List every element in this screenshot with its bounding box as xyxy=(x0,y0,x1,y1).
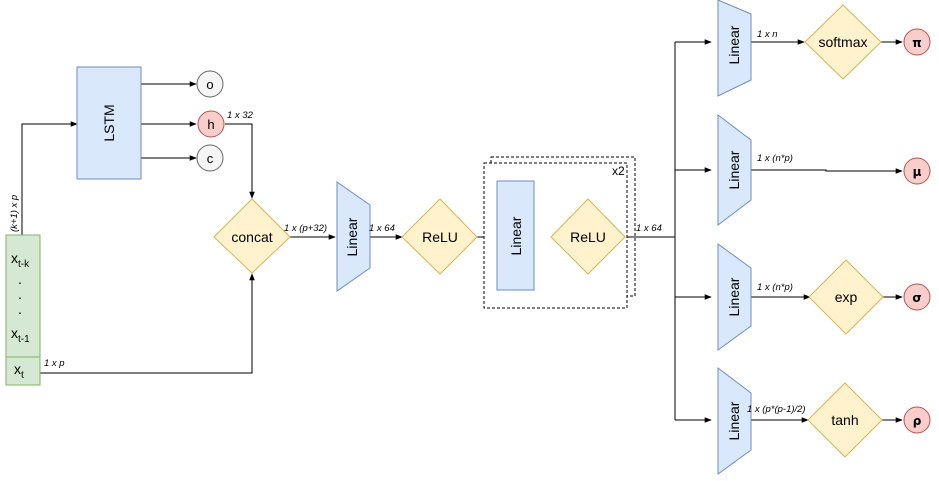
block-linear-label: Linear xyxy=(508,216,524,255)
label-xt-dim: 1 x p xyxy=(44,358,65,369)
lstm-box xyxy=(76,66,142,180)
tanh-label: tanh xyxy=(831,412,858,428)
relu-node-1: ReLU xyxy=(401,198,478,275)
relu-1-diamond xyxy=(401,198,478,275)
linear-pi-trapezoid xyxy=(717,0,752,97)
edge-xt-to-concat xyxy=(40,273,255,374)
input-current-box xyxy=(5,356,41,386)
input-dot-2: . xyxy=(18,286,22,302)
exp-label: exp xyxy=(835,289,858,305)
output-mu-label: μ xyxy=(913,165,922,179)
head-linears: Linear Linear Linear Linear xyxy=(717,0,752,475)
concat-diamond xyxy=(213,198,291,274)
input-xt-k: xt-k xyxy=(11,250,30,270)
concat-label: concat xyxy=(231,229,272,245)
label-seq-dim: (k+1) x p xyxy=(9,195,20,232)
linear-sigma-trapezoid xyxy=(717,243,752,351)
input-history-box xyxy=(5,234,41,358)
block-linear-box xyxy=(496,180,535,291)
input-dot-1: . xyxy=(18,271,22,287)
final-outputs: π μ σ ρ xyxy=(903,28,931,434)
input-xt-1: xt-1 xyxy=(11,325,30,345)
output-sigma-label: σ xyxy=(912,291,921,305)
lstm-node: LSTM xyxy=(76,66,142,180)
linear-rho-label: Linear xyxy=(726,401,742,440)
output-o-circle xyxy=(196,70,224,98)
output-pi-label: π xyxy=(912,36,922,50)
linear-pi-label: Linear xyxy=(726,25,742,64)
lstm-outputs: o h c xyxy=(196,70,225,172)
head-activations: softmax exp tanh xyxy=(804,4,884,458)
label-mu-dim: 1 x (n*p) xyxy=(757,153,793,164)
output-o-label: o xyxy=(206,77,213,92)
output-c-label: c xyxy=(207,151,214,166)
linear-node-1: Linear xyxy=(336,181,371,292)
lstm-label: LSTM xyxy=(101,104,117,141)
label-h-dim: 1 x 32 xyxy=(227,110,254,121)
linear-rho-trapezoid xyxy=(717,366,752,475)
output-rho-circle xyxy=(903,406,931,434)
input-xt: xt xyxy=(14,361,24,381)
label-pi-dim: 1 x n xyxy=(757,29,778,40)
output-h-label: h xyxy=(207,117,214,132)
output-c-circle xyxy=(196,144,224,172)
block-relu-label: ReLU xyxy=(570,229,606,245)
concat-node: concat xyxy=(213,198,291,274)
label-block-dim: 1 x 64 xyxy=(636,223,662,234)
softmax-diamond xyxy=(804,4,882,80)
tanh-diamond xyxy=(807,382,883,458)
block-relu-diamond xyxy=(550,198,626,275)
repeat-count: x2 xyxy=(612,164,625,178)
output-pi-circle xyxy=(903,28,931,56)
output-mu-circle xyxy=(903,157,931,185)
linear-mu-trapezoid xyxy=(717,113,752,227)
linear-1-label: Linear xyxy=(344,217,360,256)
repeat-block: x2 Linear ReLU xyxy=(483,156,636,309)
edge-linear-to-mu xyxy=(751,168,903,174)
input-dot-3: . xyxy=(18,301,22,317)
label-rho-dim: 1 x (p*(p-1)/2) xyxy=(747,404,806,415)
edge-labels: (k+1) x p 1 x 32 1 x p 1 x (p+32) 1 x 64… xyxy=(9,29,806,415)
linear-sigma-label: Linear xyxy=(726,277,742,316)
label-concat-dim: 1 x (p+32) xyxy=(284,223,327,234)
exp-diamond xyxy=(808,259,884,335)
linear-1-trapezoid xyxy=(336,181,371,292)
edges xyxy=(21,39,903,423)
linear-mu-label: Linear xyxy=(726,150,742,189)
output-sigma-circle xyxy=(903,283,931,311)
relu-1-label: ReLU xyxy=(422,229,458,245)
output-rho-label: ρ xyxy=(913,414,922,428)
softmax-label: softmax xyxy=(818,34,867,50)
output-h-circle xyxy=(197,110,225,138)
input-sequence: xt-k . . . xt-1 xt xyxy=(5,234,41,386)
edge-h-to-concat xyxy=(225,123,255,199)
label-linear1-dim: 1 x 64 xyxy=(369,223,395,234)
edge-input-to-lstm xyxy=(21,121,78,235)
label-sigma-dim: 1 x (n*p) xyxy=(757,282,793,293)
